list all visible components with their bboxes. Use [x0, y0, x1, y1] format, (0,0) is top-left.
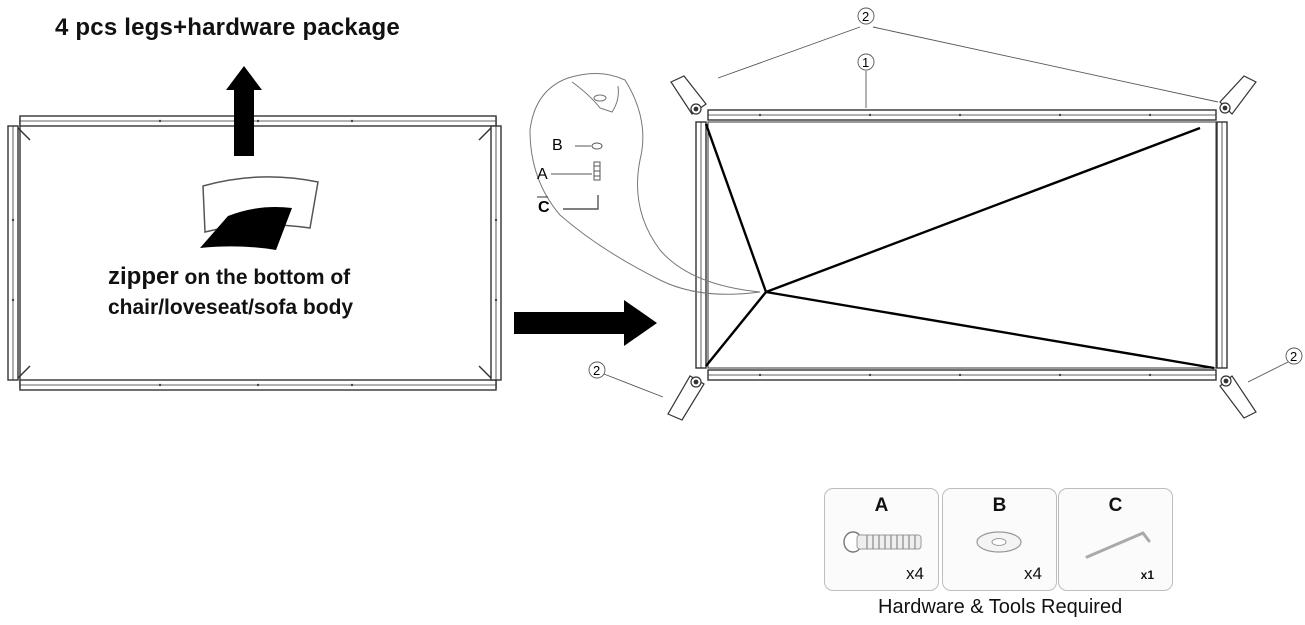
up-arrow-icon: [226, 66, 262, 156]
label-c: C: [538, 199, 550, 216]
hardware-qty: x4: [1024, 564, 1042, 583]
label-b: B: [552, 137, 563, 154]
zipper-note: zipper on the bottom of chair/loveseat/s…: [108, 262, 428, 323]
detail-bubble: [529, 73, 761, 295]
hardware-letter: C: [1108, 495, 1123, 516]
hardware-letter: B: [992, 495, 1007, 516]
leg-top-left: [670, 75, 707, 115]
hardware-card-a: A x4: [824, 488, 939, 591]
leg-top-right: [1219, 75, 1257, 115]
hardware-footer: Hardware & Tools Required: [878, 596, 1123, 618]
callout-1: [857, 53, 875, 108]
zipper-note-line1: on the bottom of: [178, 266, 351, 289]
bubble-bolt-icon: [593, 161, 601, 181]
callout-number-2-top: 2: [862, 9, 869, 24]
bubble-allen-key-icon: [563, 195, 599, 210]
zipper-pouch-icon: [200, 176, 319, 250]
page-title: 4 pcs legs+hardware package: [55, 14, 400, 41]
washer-icon: [976, 531, 1022, 553]
bubble-washer-icon: [591, 142, 603, 150]
right-arrow-icon: [514, 300, 657, 346]
right-frame: [695, 109, 1228, 381]
callout-2-bottom-left: [588, 361, 664, 398]
callout-2-top: [717, 7, 1219, 103]
hardware-qty: x4: [906, 564, 924, 583]
leg-bottom-right: [1219, 375, 1257, 419]
hardware-qty: x1: [1140, 568, 1154, 582]
leg-bottom-left: [667, 375, 705, 421]
zipper-note-line2: chair/loveseat/sofa body: [108, 296, 354, 319]
hardware-card-b: B x4: [942, 488, 1057, 591]
callout-number-2-bottom-right: 2: [1290, 349, 1297, 364]
bolt-icon: [843, 531, 922, 553]
label-a: A: [537, 166, 548, 183]
callout-number-1: 1: [862, 55, 869, 70]
webbing-straps: [704, 123, 1215, 370]
hardware-card-c: C x1: [1058, 488, 1173, 591]
allen-key-icon: [1085, 531, 1151, 559]
left-frame: [7, 115, 502, 391]
callout-2-bottom-right: [1247, 347, 1303, 383]
callout-number-2-bottom-left: 2: [593, 363, 600, 378]
hardware-letter: A: [874, 495, 889, 516]
zipper-word: zipper: [108, 263, 179, 290]
